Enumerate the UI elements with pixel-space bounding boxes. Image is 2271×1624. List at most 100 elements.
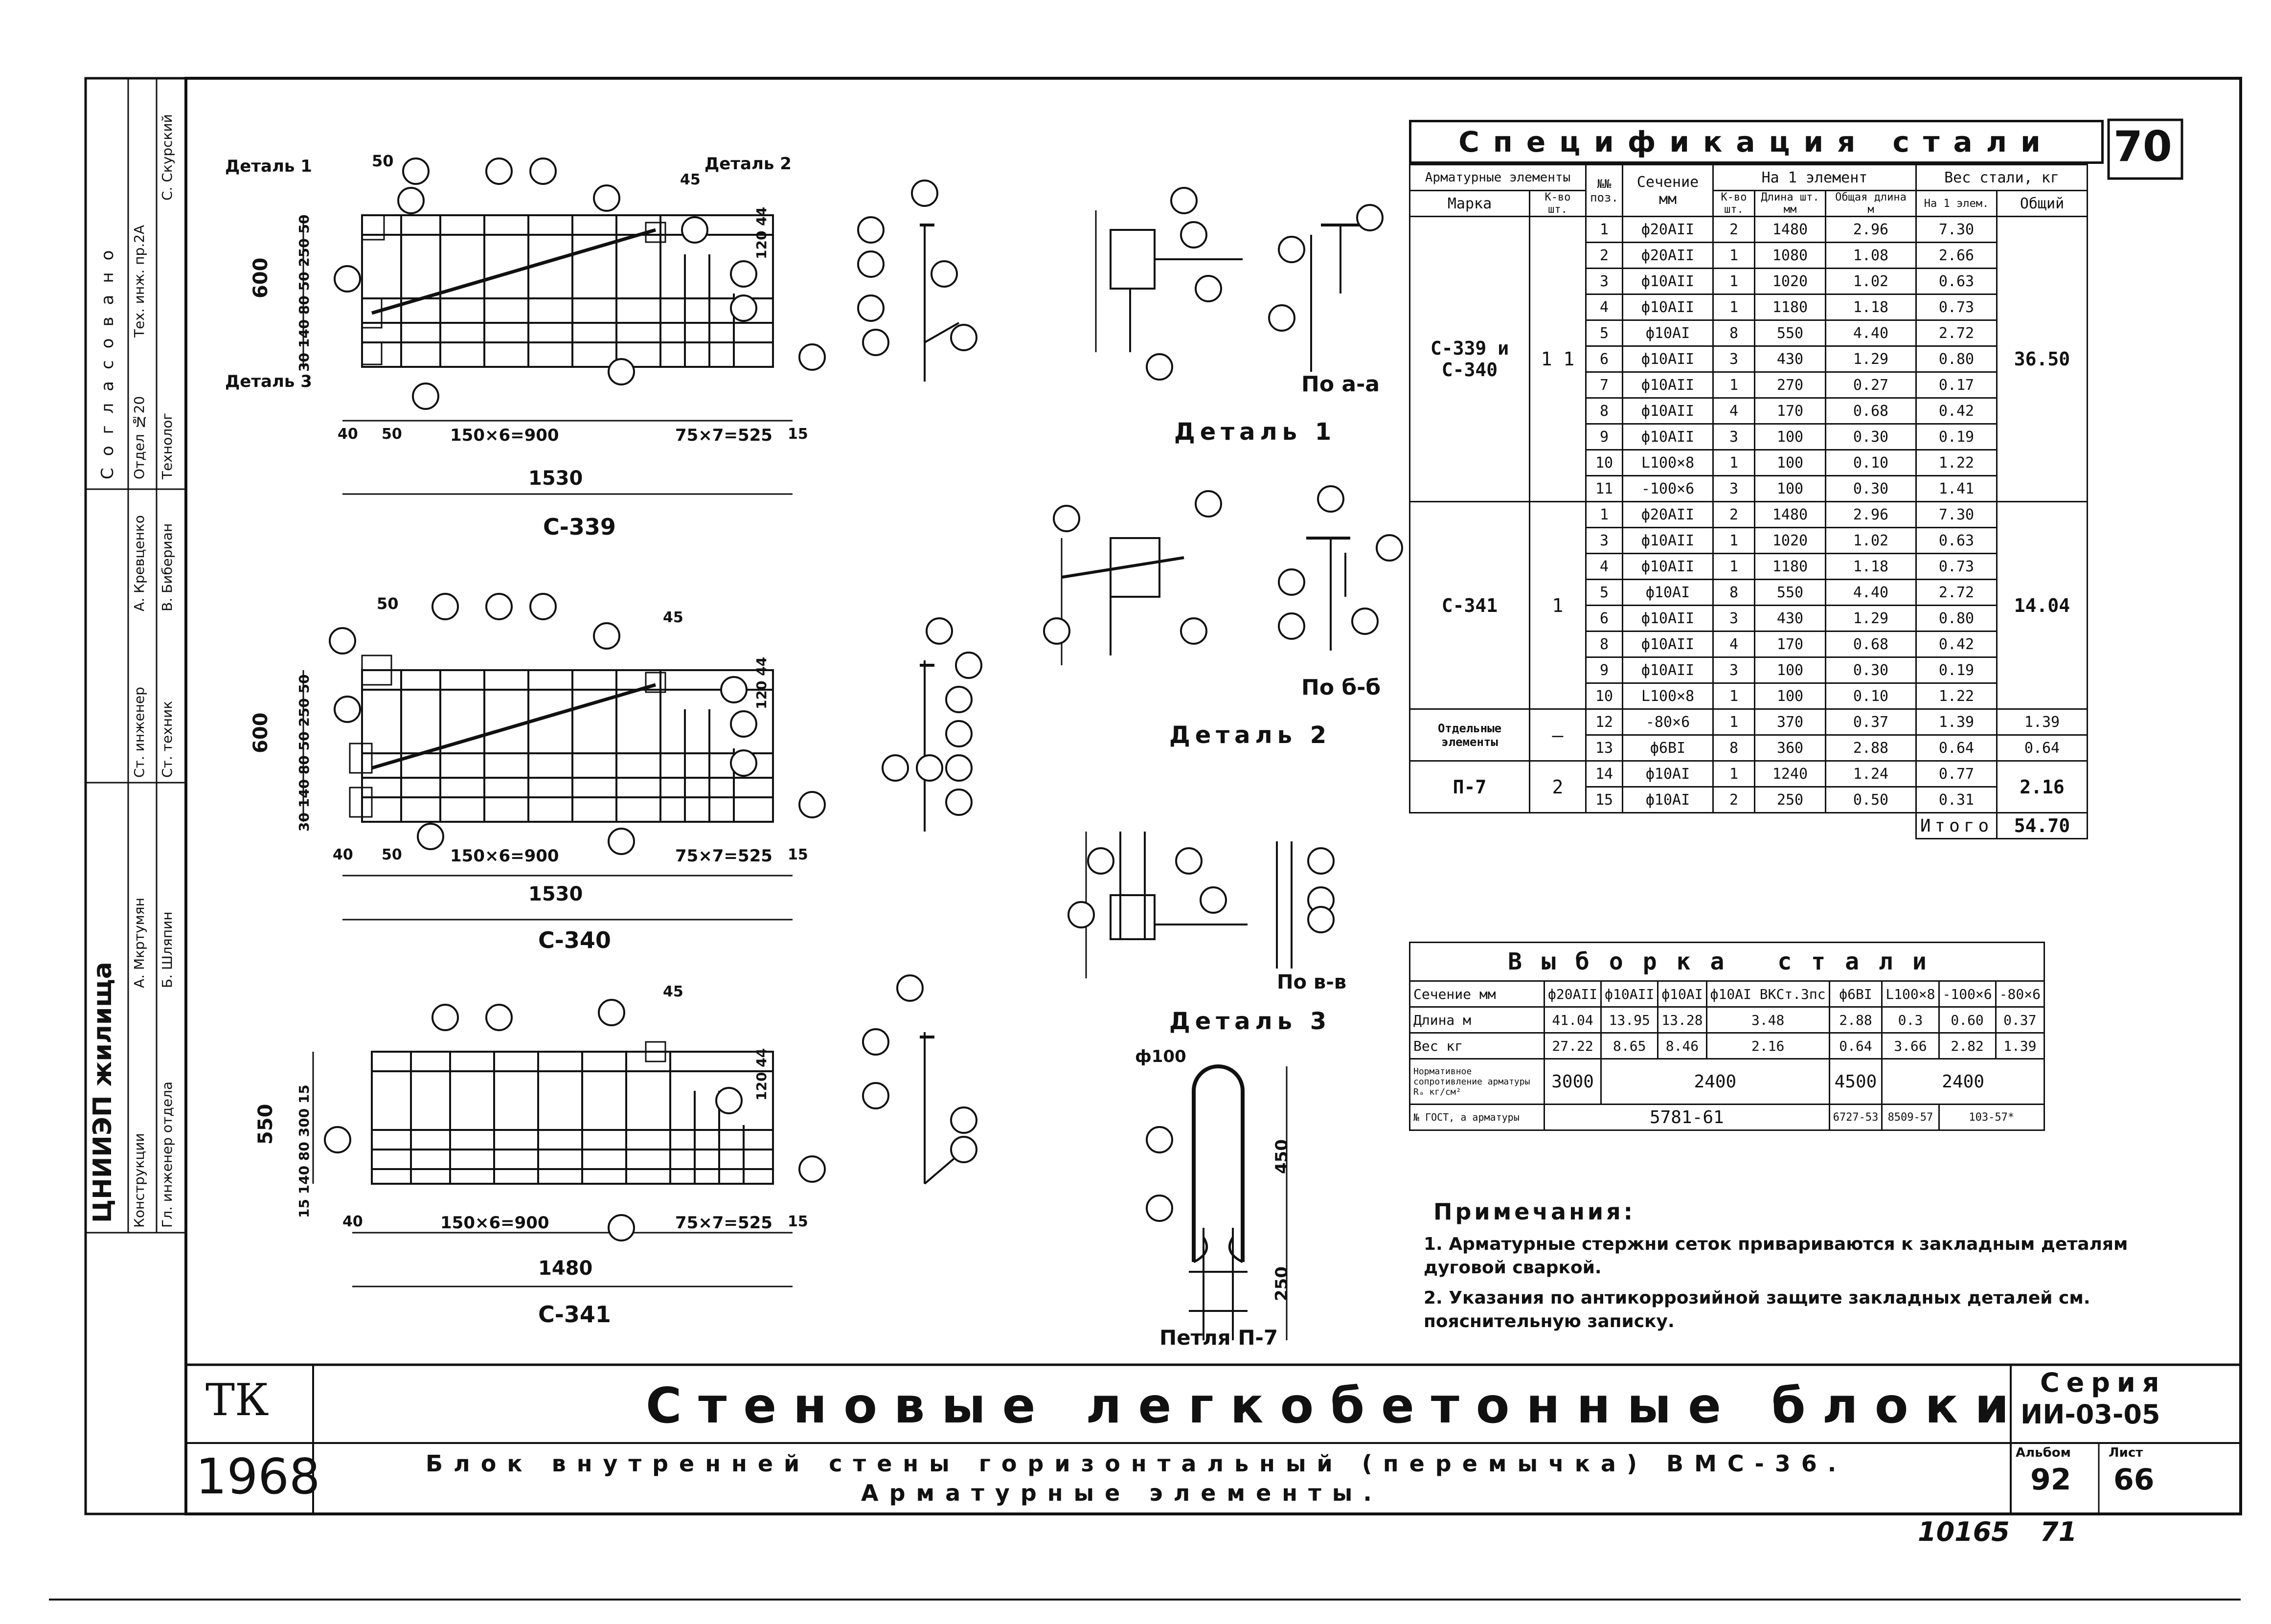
title-main: Стеновые легкобетонные блоки [646,1377,2026,1434]
vyb-norm: 2400 [1881,1058,2045,1105]
spec-cell: 15 [1585,786,1623,813]
vyb-wt: 2.82 [1938,1032,1997,1060]
spec-cell: 2 [1712,216,1755,243]
spec-cell: 3 [1585,527,1623,554]
spec-cell: 1180 [1754,553,1826,580]
spec-cell: 1 [1712,242,1755,269]
loop-dia: ф100 [1135,1047,1186,1066]
spec-cell: ф20АII [1622,242,1714,269]
vyb-len: 3.48 [1705,1006,1830,1034]
c339-left-dims: 30 140 80 50 250 50 [296,214,312,372]
spec-title: Спецификация стали [1409,120,2104,164]
c339-dim-45: 45 [680,171,701,188]
notes-title: Примечания: [1433,1198,1636,1225]
sheet-value: 66 [2113,1463,2155,1497]
spec-cell: 1 [1712,293,1755,321]
spec-cell: 0.19 [1915,656,1998,684]
spec-cell: 14 [1585,760,1623,788]
title-sub1: Блок внутренней стены горизонтальный (пе… [426,1450,1847,1477]
vyb-len: 0.3 [1881,1006,1940,1034]
spec-cell: 0.80 [1915,605,1998,632]
c339-b2: 50 [382,426,402,443]
spec-cell: 4 [1712,397,1755,425]
spec-h-count: К-во шт. [1712,190,1755,217]
vyb-wt: 8.65 [1600,1032,1659,1060]
spec-cell: 8 [1712,579,1755,606]
spec-cell: 2 [1585,242,1623,269]
loop-dim-450: 450 [1272,1139,1292,1174]
spec-cell: 100 [1754,423,1826,451]
c340-b1: 40 [333,846,353,863]
spec-cell: 4.40 [1825,579,1917,606]
vyb-col: ф20АII [1543,980,1602,1008]
spec-cell: 1480 [1754,216,1826,243]
spec-cell: 2.88 [1825,734,1917,762]
spec-table: Арматурные элементы №№ поз. Сечение мм Н… [1409,164,2088,839]
spec-h-length: Длина шт. мм [1754,190,1826,217]
spec-cell: 270 [1754,371,1826,399]
spec-cell: 0.50 [1825,786,1917,813]
spec-cell: 4.40 [1825,319,1917,347]
vyb-gost: 8509-57 [1881,1104,1940,1131]
spec-h-pos: №№ поз. [1585,164,1623,217]
spec-cell: 4 [1712,631,1755,658]
spec-cell: 0.30 [1825,423,1917,451]
title-year: 1968 [196,1448,320,1505]
spec-cell: 1 [1712,527,1755,554]
spec-cell: 0.42 [1915,631,1998,658]
note-2: 2. Указания по антикоррозийной защите за… [1424,1288,2090,1331]
spec-cell: 2 [1712,501,1755,528]
c340-b2: 50 [382,846,402,863]
spec-cell: 1180 [1754,293,1826,321]
spec-cell: 6 [1585,345,1623,373]
c341-dim-45: 45 [663,983,683,1000]
spec-cell: 0.68 [1825,631,1917,658]
spec-cell-total: 1.39 [1996,708,2088,736]
spec-cell: 0.73 [1915,553,1998,580]
c340-total: 1530 [528,883,583,905]
spec-h-elements: Арматурные элементы [1409,164,1587,191]
spec-cell: 100 [1754,475,1826,502]
side-sections [920,224,960,1185]
spec-cell: -100×6 [1622,475,1714,502]
spec-cell: 170 [1754,631,1826,658]
c341-height: 550 [254,1104,277,1145]
c340-left-dims: 30 140 80 50 250 50 [296,674,312,832]
spec-cell: 1020 [1754,268,1826,295]
spec-cell: 0.31 [1915,786,1998,813]
loop-title: Петля П-7 [1159,1326,1278,1350]
spec-cell: 1 [1712,449,1755,476]
c339-dim-50: 50 [372,152,394,170]
spec-cell: 430 [1754,605,1826,632]
sheet-number: 70 [2113,122,2172,171]
spec-cell: ф10АII [1622,631,1714,658]
spec-cell: 0.37 [1825,708,1917,736]
spec-cell: 1 [1712,371,1755,399]
vyborka-row: Нормативное сопротивление арматуры Rₐ кг… [1409,1058,2045,1105]
spec-cell: 1 [1712,760,1755,788]
spec-group-mark: П-7 [1409,760,1530,813]
spec-cell: ф10АII [1622,553,1714,580]
spec-cell: L100×8 [1622,682,1714,710]
spec-cell: ф10АII [1622,423,1714,451]
c341-b2: 150×6=900 [440,1213,549,1233]
spec-cell: 2 [1712,786,1755,813]
album-label: Альбом [2016,1445,2071,1460]
vyb-wt: 1.39 [1995,1032,2045,1060]
spec-cell: 0.63 [1915,268,1998,295]
spec-cell: 3 [1712,423,1755,451]
spec-itogo-label: Итого [1915,812,1998,839]
c341-right-dims: 120 44 [753,1048,770,1101]
spec-cell-total: 0.64 [1996,734,2088,762]
spec-cell: 1.18 [1825,553,1917,580]
spec-cell: 8 [1585,397,1623,425]
detail2-sketch [1061,537,1350,665]
vyb-len: 41.04 [1543,1006,1602,1034]
